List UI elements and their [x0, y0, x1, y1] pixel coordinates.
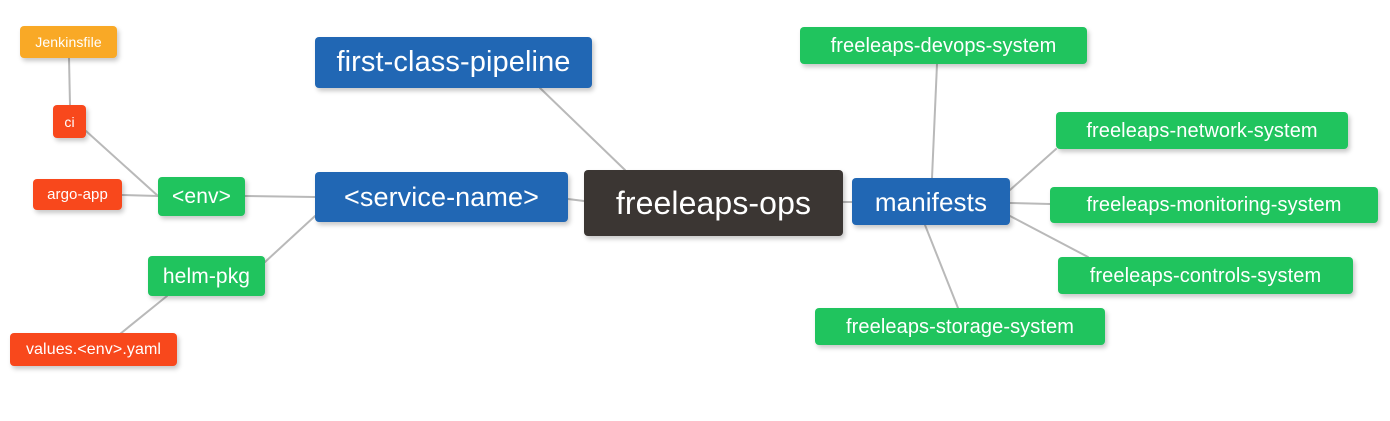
edge-first-class-pipeline-to-freeleaps-ops	[539, 87, 626, 171]
node-env[interactable]: <env>	[158, 177, 245, 216]
edge-manifests-to-freeleaps-monitoring-system	[1009, 202, 1051, 205]
node-jenkinsfile[interactable]: Jenkinsfile	[20, 26, 117, 58]
node-freeleaps-devops-system[interactable]: freeleaps-devops-system	[800, 27, 1087, 64]
node-label-freeleaps-controls-system: freeleaps-controls-system	[1089, 264, 1322, 287]
edge-manifests-to-freeleaps-network-system	[1009, 148, 1057, 191]
edge-service-name-to-helm-pkg	[264, 215, 316, 263]
node-label-first-class-pipeline: first-class-pipeline	[336, 46, 571, 78]
node-label-manifests: manifests	[874, 186, 988, 217]
edge-manifests-to-freeleaps-devops-system	[931, 63, 938, 179]
edge-manifests-to-freeleaps-storage-system	[924, 224, 959, 309]
node-label-helm-pkg: helm-pkg	[162, 264, 251, 288]
node-freeleaps-network-system[interactable]: freeleaps-network-system	[1056, 112, 1348, 149]
edge-argo-app-to-env	[121, 194, 159, 197]
node-service-name[interactable]: <service-name>	[315, 172, 568, 222]
node-first-class-pipeline[interactable]: first-class-pipeline	[315, 37, 592, 88]
node-label-freeleaps-ops: freeleaps-ops	[615, 185, 812, 221]
node-label-freeleaps-devops-system: freeleaps-devops-system	[830, 34, 1057, 57]
node-ci[interactable]: ci	[53, 105, 86, 138]
node-label-jenkinsfile: Jenkinsfile	[35, 34, 102, 50]
node-argo-app[interactable]: argo-app	[33, 179, 122, 210]
node-freeleaps-controls-system[interactable]: freeleaps-controls-system	[1058, 257, 1353, 294]
node-helm-pkg[interactable]: helm-pkg	[148, 256, 265, 296]
node-freeleaps-monitoring-system[interactable]: freeleaps-monitoring-system	[1050, 187, 1378, 223]
node-label-ci: ci	[64, 113, 75, 130]
node-label-freeleaps-storage-system: freeleaps-storage-system	[845, 315, 1075, 338]
edge-service-name-to-freeleaps-ops	[567, 198, 585, 202]
node-label-freeleaps-monitoring-system: freeleaps-monitoring-system	[1086, 194, 1342, 216]
edge-env-to-service-name	[244, 195, 316, 198]
node-label-freeleaps-network-system: freeleaps-network-system	[1086, 119, 1318, 142]
edge-jenkinsfile-to-ci	[68, 57, 71, 106]
node-freeleaps-storage-system[interactable]: freeleaps-storage-system	[815, 308, 1105, 345]
node-values-env-yaml[interactable]: values.<env>.yaml	[10, 333, 177, 366]
node-freeleaps-ops[interactable]: freeleaps-ops	[584, 170, 843, 236]
node-label-argo-app: argo-app	[47, 186, 108, 203]
node-label-env: <env>	[172, 185, 231, 208]
node-manifests[interactable]: manifests	[852, 178, 1010, 225]
node-label-service-name: <service-name>	[344, 181, 539, 212]
edge-helm-pkg-to-values-env-yaml	[119, 295, 168, 335]
node-label-values-env-yaml: values.<env>.yaml	[25, 340, 162, 358]
